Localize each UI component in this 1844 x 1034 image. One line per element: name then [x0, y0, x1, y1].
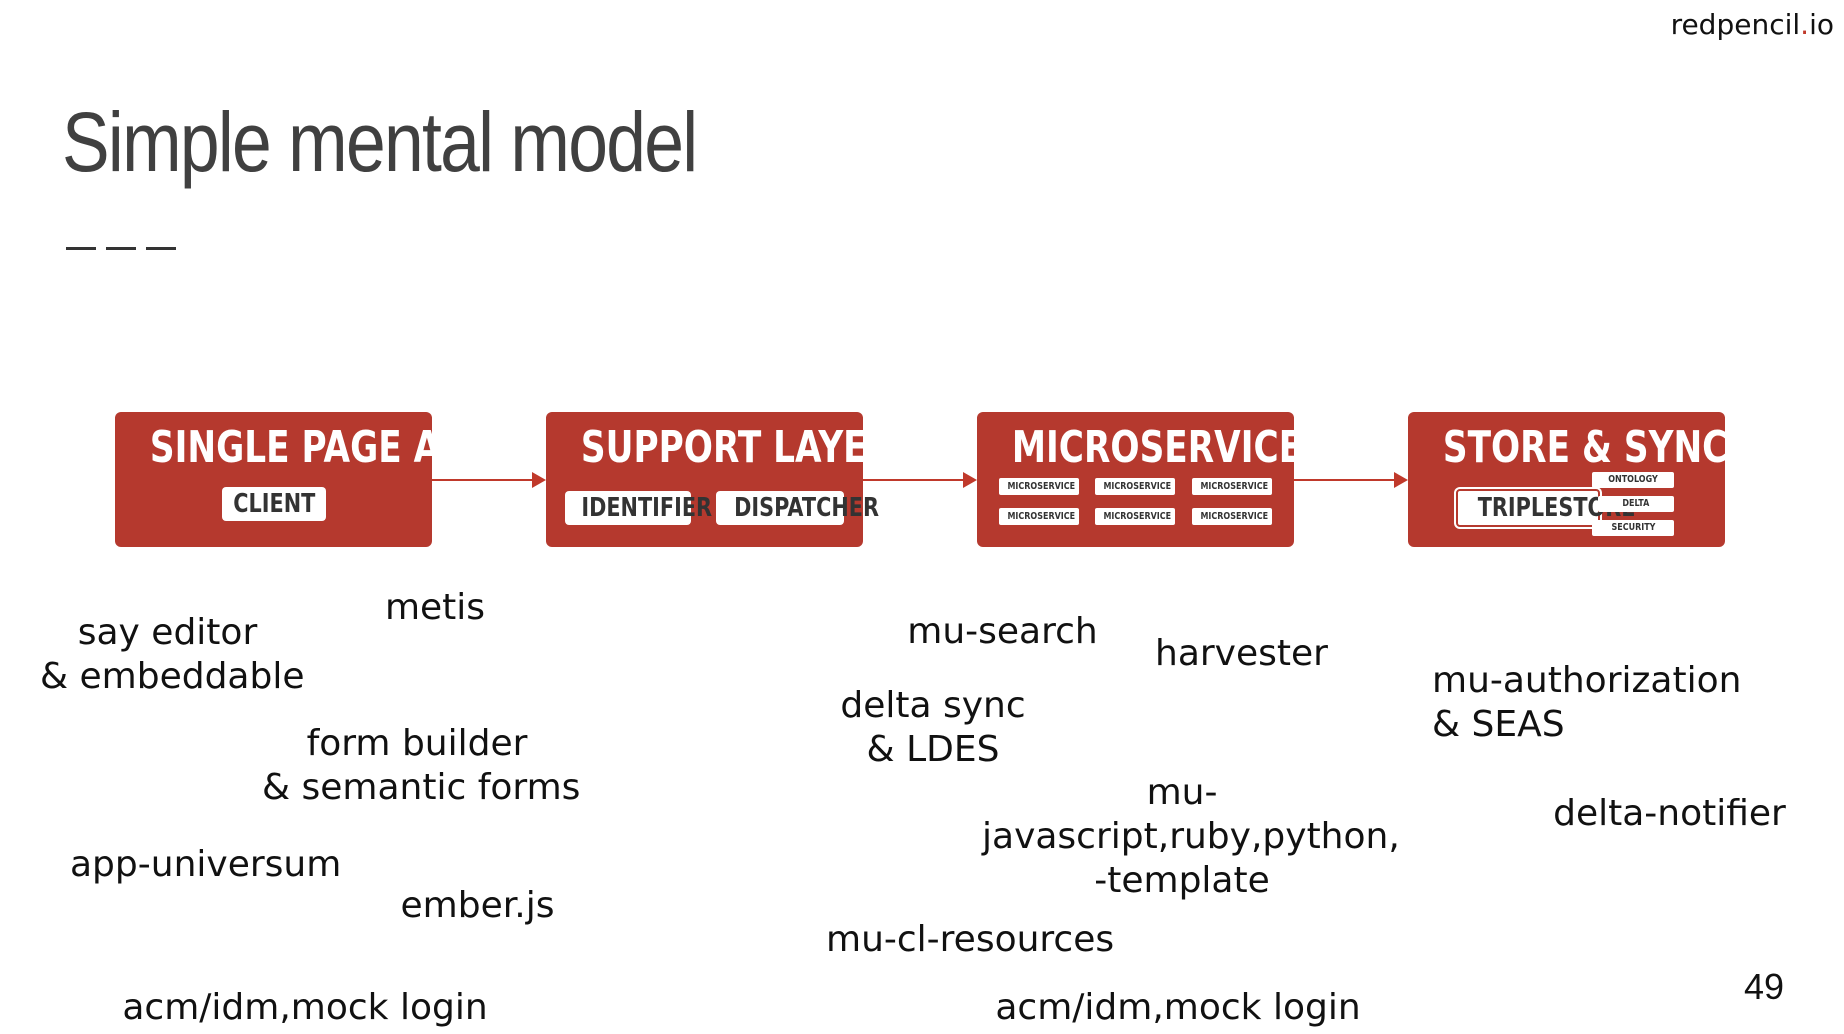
- tag-dispatcher: DISPATCHER: [716, 491, 879, 525]
- label-say-editor: say editor & embeddable: [40, 612, 305, 697]
- tag-ontology: ONTOLOGY: [1592, 472, 1674, 488]
- tag-microservice: MICROSERVICE: [1192, 508, 1272, 525]
- box-support-layer: SUPPORT LAYER IDENTIFIER DISPATCHER: [546, 412, 894, 547]
- label-delta-sync: delta sync & LDES: [840, 685, 1026, 770]
- box-single-page-app: SINGLE PAGE APP CLIENT: [115, 412, 491, 547]
- tag-microservice: MICROSERVICE: [1095, 508, 1175, 525]
- brand-dot: .: [1800, 8, 1810, 41]
- label-emberjs: ember.js: [400, 885, 555, 926]
- box-title: STORE & SYNC: [1442, 422, 1728, 473]
- tag-delta: DELTA: [1598, 496, 1674, 512]
- box-title: SINGLE PAGE APP: [149, 422, 491, 473]
- tag-microservice: MICROSERVICE: [999, 478, 1079, 495]
- page-number: 49: [1743, 966, 1784, 1007]
- label-delta-notifier: delta-notifier: [1553, 793, 1786, 834]
- label-harvester: harvester: [1155, 633, 1328, 674]
- box-microservices: MICROSERVICES MICROSERVICE MICROSERVICE …: [977, 412, 1327, 547]
- tag-microservice: MICROSERVICE: [1095, 478, 1175, 495]
- tag-microservice: MICROSERVICE: [1192, 478, 1272, 495]
- arrow-connector: [863, 470, 977, 490]
- tag-security: SECURITY: [1592, 520, 1674, 536]
- arrow-connector: [1294, 470, 1408, 490]
- label-mu-languages: mu- javascript,ruby,python, -template: [982, 772, 1400, 901]
- arrow-connector: [432, 470, 546, 490]
- label-mu-search: mu-search: [907, 611, 1098, 652]
- label-mu-cl-resources: mu-cl-resources: [826, 919, 1115, 960]
- label-app-universum: app-universum: [70, 844, 342, 885]
- label-acm-idm-left: acm/idm,mock login: [122, 987, 488, 1028]
- title-underline: [66, 247, 176, 250]
- tag-triplestore: TRIPLESTORE: [1456, 489, 1635, 527]
- brand-name: redpencil: [1670, 8, 1801, 41]
- brand-tld: io: [1809, 8, 1834, 41]
- box-store-and-sync: STORE & SYNC TRIPLESTORE ONTOLOGY DELTA …: [1408, 412, 1728, 547]
- slide-title: Simple mental model: [62, 95, 698, 189]
- tag-microservice: MICROSERVICE: [999, 508, 1079, 525]
- box-title: MICROSERVICES: [1011, 422, 1327, 473]
- brand-logo: redpencil.io: [1671, 8, 1834, 41]
- label-acm-idm-right: acm/idm,mock login: [995, 987, 1361, 1028]
- label-metis: metis: [384, 587, 486, 628]
- tag-client: CLIENT: [222, 487, 326, 521]
- tag-identifier: IDENTIFIER: [565, 491, 712, 525]
- label-form-builder: form builder & semantic forms: [262, 723, 581, 808]
- box-title: SUPPORT LAYER: [580, 422, 894, 473]
- label-mu-authorization: mu-authorization & SEAS: [1432, 660, 1742, 745]
